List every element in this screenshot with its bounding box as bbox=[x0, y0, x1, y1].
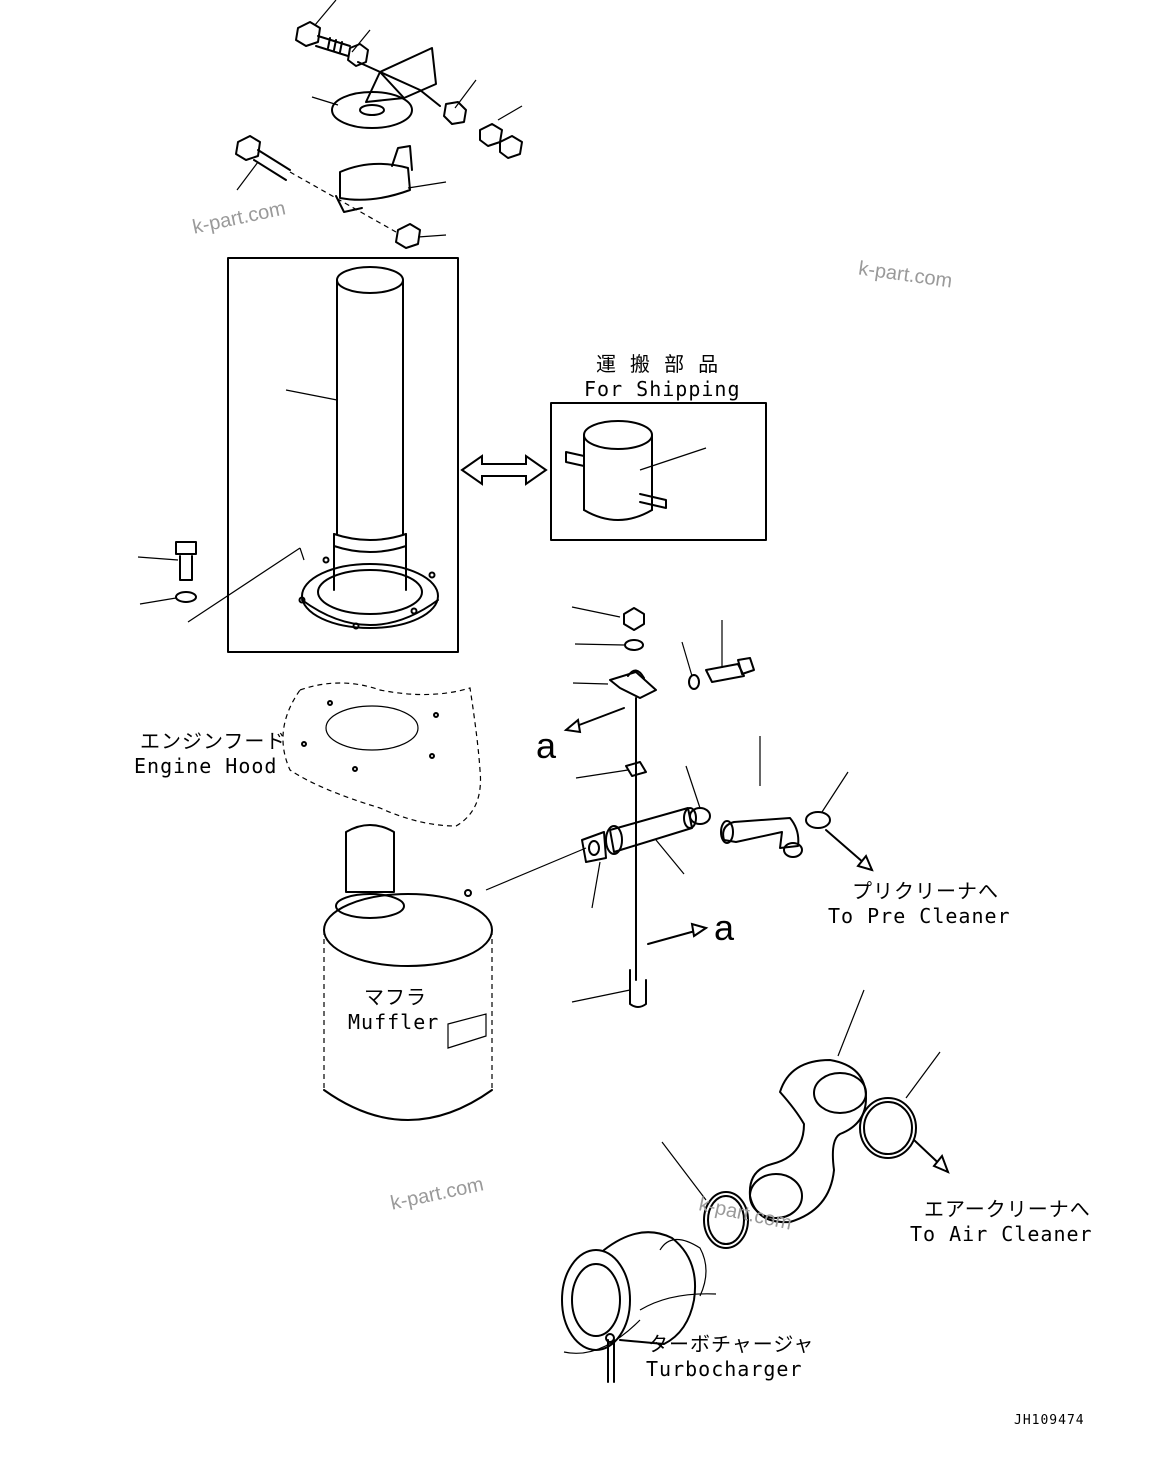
air-cleaner-label-jp: エアークリーナへ bbox=[924, 1197, 1091, 1221]
engine-hood-label-jp: エンジンフード bbox=[140, 729, 287, 753]
engine-hood-label-en: Engine Hood bbox=[134, 754, 278, 778]
air-cleaner-label-en: To Air Cleaner bbox=[910, 1222, 1093, 1246]
view-ref-upper: a bbox=[536, 725, 557, 766]
exhaust-connection-parts bbox=[575, 736, 874, 909]
muffler-label-jp: マフラ bbox=[364, 985, 427, 1009]
turbocharger-label-en: Turbocharger bbox=[646, 1357, 803, 1381]
rain-cap-hardware bbox=[295, 0, 523, 159]
for-shipping-label-en: For Shipping bbox=[584, 377, 741, 401]
pipe-clamp-assembly bbox=[235, 135, 447, 249]
view-ref-lower: a bbox=[714, 907, 735, 948]
pre-cleaner-label-jp: プリクリーナへ bbox=[852, 879, 999, 903]
pre-cleaner-label-en: To Pre Cleaner bbox=[828, 904, 1011, 928]
interchange-arrow bbox=[460, 454, 548, 486]
engine-hood bbox=[282, 682, 482, 827]
intake-hose-assembly bbox=[661, 989, 950, 1249]
for-shipping-label-jp: 運 搬 部 品 bbox=[596, 352, 720, 376]
exhaust-pipe-group bbox=[137, 257, 459, 653]
bracket-rod-assembly bbox=[563, 606, 755, 1008]
turbocharger bbox=[561, 1231, 717, 1383]
drawing-code: JH109474 bbox=[1014, 1413, 1085, 1428]
muffler-label-en: Muffler bbox=[348, 1010, 440, 1034]
turbocharger-label-jp: ターボチャージャ bbox=[648, 1332, 815, 1356]
muffler bbox=[323, 824, 587, 1121]
shipping-part-box bbox=[550, 402, 767, 541]
